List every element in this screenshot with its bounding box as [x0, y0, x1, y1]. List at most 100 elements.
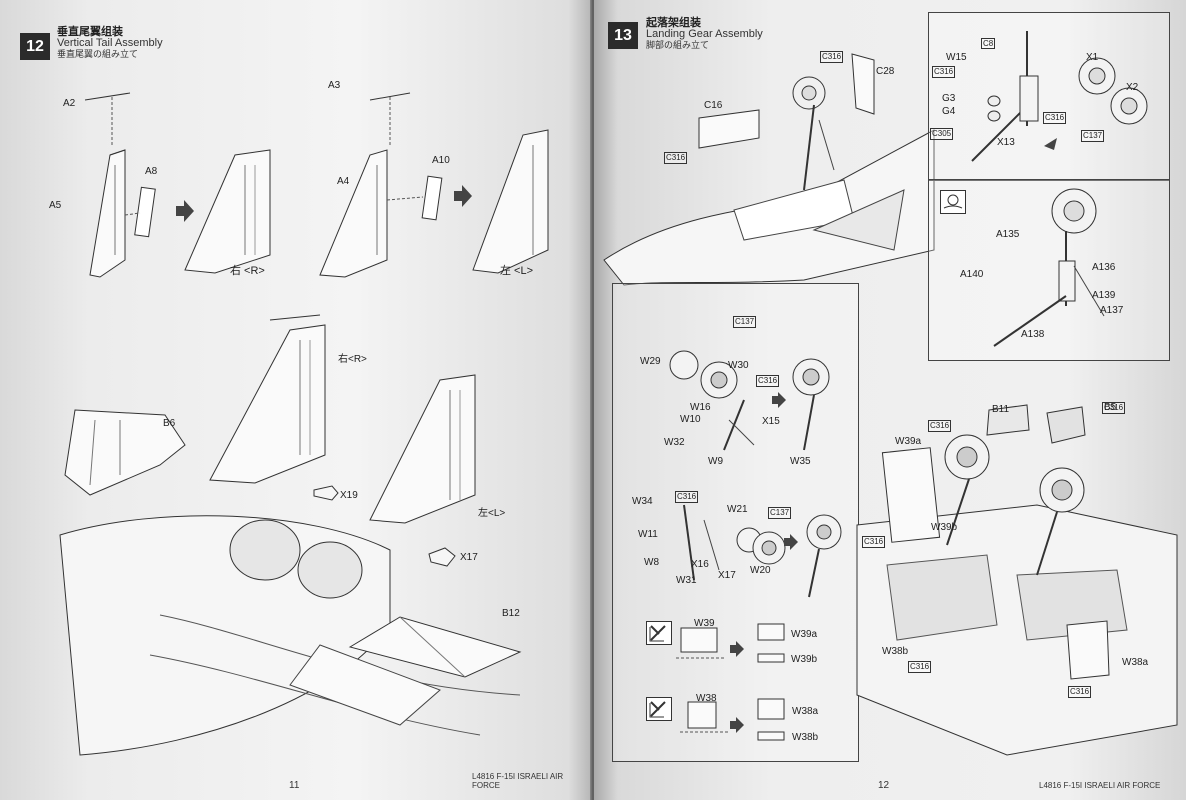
label-w16: W16	[690, 402, 711, 413]
label-a140: A140	[960, 269, 984, 280]
label-w39b-main: W39b	[931, 522, 958, 533]
main-gear-right-assembled	[806, 514, 842, 598]
color-code-c8: C8	[981, 38, 996, 49]
wheel-icon	[943, 194, 963, 209]
scissors-icon	[649, 625, 666, 642]
arrow-icon	[730, 641, 744, 657]
label-x17: X17	[718, 570, 736, 581]
page-number-left: 11	[289, 780, 300, 791]
label-w29: W29	[640, 356, 661, 367]
step-13-title-en: Landing Gear Assembly	[646, 28, 763, 40]
part-w39b	[757, 653, 785, 663]
label-w34: W34	[632, 496, 653, 507]
part-b12	[348, 616, 522, 678]
label-x17: X17	[460, 552, 478, 563]
cut-icon	[646, 697, 672, 721]
label-c16: C16	[704, 100, 723, 111]
color-code-c137: C137	[1081, 130, 1105, 142]
tail-right-installed	[209, 314, 326, 484]
page-number-right: 12	[878, 780, 890, 791]
arrow-icon	[772, 392, 786, 408]
nose-gear-assembled	[993, 188, 1105, 347]
label-a3: A3	[328, 80, 341, 91]
tail-right-assembled	[184, 149, 271, 274]
color-code-c137: C137	[768, 507, 792, 519]
label-a139: A139	[1092, 290, 1116, 301]
label-c8: C8	[981, 38, 996, 49]
label-w39: W39	[694, 618, 715, 629]
part-w39-cut	[676, 627, 726, 659]
color-code-c316: C316	[928, 420, 952, 432]
color-code-c316: C316	[664, 152, 688, 164]
label-c28: C28	[876, 66, 895, 77]
label-a10: A10	[432, 155, 450, 166]
label-a135: A135	[996, 229, 1020, 240]
part-c28	[851, 53, 875, 115]
part-x19	[313, 485, 339, 501]
label-x16: X16	[691, 559, 709, 570]
label-w39a: W39a	[791, 629, 818, 640]
label-a137: A137	[1100, 305, 1124, 316]
label-w35: W35	[790, 456, 811, 467]
color-code-c137: C137	[733, 316, 757, 328]
arrow-icon	[784, 534, 798, 550]
part-w38a	[757, 698, 785, 720]
label-a138: A138	[1021, 329, 1045, 340]
label-w32: W32	[664, 437, 685, 448]
main-gear-right-exploded	[683, 504, 786, 581]
label-w31: W31	[676, 575, 697, 586]
label-w20: W20	[750, 565, 771, 576]
side-left-mid: 左<L>	[478, 508, 506, 519]
part-w38b	[757, 731, 785, 741]
fuselage-rear	[59, 515, 521, 756]
color-code-c316: C316	[675, 491, 699, 503]
label-w15: W15	[946, 52, 967, 63]
step-12-heading: 垂直尾翼组装 Vertical Tail Assembly 垂直尾翼の組み立て	[57, 27, 163, 60]
right-page: 13 起落架组装 Landing Gear Assembly 脚部の組み立て C…	[594, 0, 1186, 800]
side-left-top: 左 <L>	[500, 265, 534, 277]
label-a2: A2	[63, 98, 76, 109]
label-w38: W38	[696, 693, 717, 704]
color-code-c316: C316	[1102, 402, 1126, 414]
label-b12: B12	[502, 608, 520, 619]
label-w39b: W39b	[791, 654, 818, 665]
step-12-title-zh: 垂直尾翼组装	[57, 26, 123, 38]
nose-wheel-top	[792, 76, 835, 191]
part-x17-left	[428, 547, 456, 567]
part-w39a	[757, 623, 785, 641]
label-b11: B11	[992, 404, 1010, 415]
color-code-c316: C316	[1068, 686, 1092, 698]
arrow-icon	[176, 200, 194, 222]
label-a4: A4	[337, 176, 350, 187]
forward-fuselage	[603, 129, 935, 286]
color-code-c316: C316	[1043, 112, 1067, 124]
nose-gear-detail	[971, 31, 1148, 162]
part-c16	[698, 109, 760, 149]
side-right-mid: 右<R>	[338, 354, 367, 365]
label-w38b: W38b	[792, 732, 819, 743]
tail-left-exploded	[319, 92, 443, 278]
main-gear-left-exploded	[669, 350, 755, 451]
label-w11: W11	[638, 529, 658, 540]
color-code-c305: C305	[930, 128, 954, 140]
color-code-c316: C316	[908, 661, 932, 673]
label-a136: A136	[1092, 262, 1116, 273]
color-code-c316: C316	[862, 536, 886, 548]
label-a5: A5	[49, 200, 62, 211]
label-g4: G4	[942, 106, 956, 117]
arrow-icon	[454, 185, 472, 207]
step-badge-13: 13	[608, 22, 638, 49]
step-badge-12: 12	[20, 33, 50, 60]
color-code-c316: C316	[820, 51, 844, 63]
label-w39a-main: W39a	[895, 436, 922, 447]
label-w21: W21	[727, 504, 748, 515]
tail-left-assembled	[472, 129, 549, 274]
label-w38b-main: W38b	[882, 646, 909, 657]
footer-right: L4816 F-15I ISRAELI AIR FORCE	[1039, 781, 1161, 790]
label-b6: B6	[163, 418, 176, 429]
scissors-icon	[649, 701, 666, 718]
step-13-title-zh: 起落架组装	[646, 17, 701, 29]
label-w10: W10	[680, 414, 701, 425]
tail-right-exploded	[84, 92, 156, 278]
label-w38a-main: W38a	[1122, 657, 1149, 668]
